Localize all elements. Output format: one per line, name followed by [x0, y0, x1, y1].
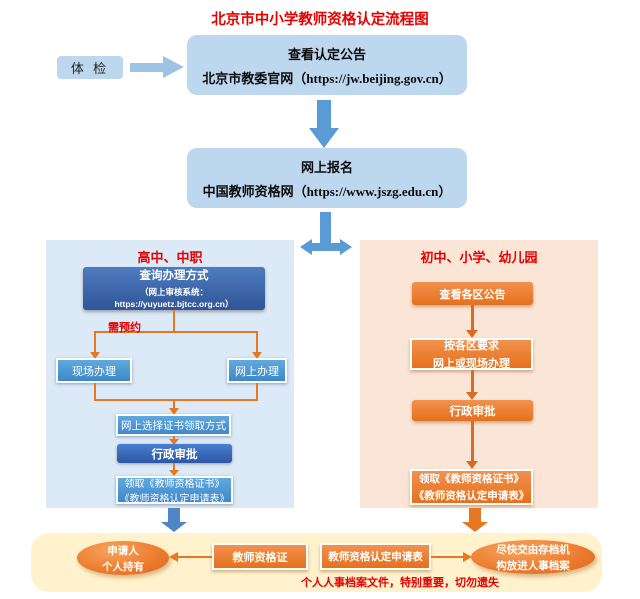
left-exit-arrow-icon: [161, 508, 187, 532]
arrow-head-left-icon: [169, 552, 178, 562]
online-processing-box: 网上办理: [227, 358, 287, 383]
left-exit-arrow-shaft: [168, 508, 180, 522]
connector-line: [94, 331, 96, 353]
connector-line: [177, 556, 212, 558]
district-requirement-line1: 按各区要求: [444, 340, 499, 352]
left-exit-arrow-head: [161, 522, 187, 532]
physical-exam-label: 体 检: [70, 61, 110, 76]
archive-ellipse: 尽快交由存档机 构放进人事档案: [471, 540, 595, 574]
physical-exam-box: 体 检: [57, 56, 123, 79]
connector-line: [173, 399, 175, 409]
connector-line: [94, 331, 258, 333]
left-receive-line2: 《教师资格认定申请表》: [119, 494, 230, 505]
archive-line2: 构放进人事档案: [496, 559, 570, 572]
archive-warning-note: 个人人事档案文件，特别重要，切勿遗失: [301, 577, 499, 589]
left-panel-title: 高中、中职: [137, 250, 203, 265]
district-requirement-line2: 网上或现场办理: [433, 358, 510, 370]
right-receive-line2: 《教师资格认定申请表》: [413, 490, 530, 502]
arrow-down-icon: [309, 100, 339, 148]
onsite-processing-label: 现场办理: [72, 365, 116, 378]
split-arrow-bar: [312, 243, 340, 251]
online-processing-label: 网上办理: [235, 365, 279, 378]
connector-line: [173, 310, 175, 332]
holder-line2: 个人持有: [102, 560, 144, 573]
right-approval-box: 行政审批: [412, 400, 533, 421]
page-title: 北京市中小学教师资格认定流程图: [211, 12, 429, 28]
connector-line: [256, 383, 258, 401]
arrow-down-head: [309, 128, 339, 148]
right-panel: [360, 240, 598, 508]
holder-ellipse: 申请人 个人持有: [77, 541, 169, 575]
split-arrow-left-head: [300, 239, 312, 255]
district-announcement-box: 查看各区公告: [412, 282, 533, 305]
query-method-box: 查询办理方式 （网上审核系统：https://yuyuetz.bjtcc.org…: [83, 267, 265, 310]
right-exit-arrow-shaft: [469, 508, 481, 522]
arrow-head-icon: [466, 392, 478, 400]
onsite-processing-box: 现场办理: [56, 358, 132, 383]
choose-method-box: 网上选择证书领取方式: [116, 414, 231, 436]
arrow-head-icon: [466, 330, 478, 338]
right-exit-arrow-icon: [462, 508, 488, 532]
connector-line: [471, 305, 474, 331]
holder-line1: 申请人: [107, 544, 139, 557]
district-announcement-label: 查看各区公告: [439, 288, 506, 301]
left-approval-box: 行政审批: [117, 444, 232, 463]
right-receive-box: 领取《教师资格证书》 《教师资格认定申请表》: [410, 469, 533, 505]
certificate-box: 教师资格证: [212, 543, 308, 570]
left-receive-box: 领取《教师资格证书》 《教师资格认定申请表》: [116, 476, 233, 505]
connector-line: [173, 463, 175, 471]
arrow-head-icon: [169, 408, 179, 415]
connector-line: [471, 421, 474, 462]
arrow-head-icon: [169, 439, 179, 445]
connector-line: [471, 370, 474, 393]
connector-line: [94, 399, 258, 401]
arrow-right-icon: [130, 56, 185, 79]
arrow-right-shaft: [130, 63, 163, 72]
signup-line1: 网上报名: [300, 159, 353, 175]
signup-line2: 中国教师资格网（https://www.jszg.edu.cn）: [202, 183, 452, 199]
appointment-note: 需预约: [108, 322, 141, 334]
connector-line: [431, 556, 464, 558]
arrow-head-icon: [466, 461, 478, 469]
query-method-line1: 查询办理方式: [139, 270, 209, 282]
left-receive-line1: 领取《教师资格证书》: [124, 479, 225, 490]
arrow-head-icon: [169, 470, 179, 476]
application-form-box: 教师资格认定申请表: [320, 543, 431, 570]
announcement-line2: 北京市教委官网（https://jw.beijing.gov.cn）: [202, 70, 452, 86]
right-panel-title: 初中、小学、幼儿园: [420, 250, 538, 265]
signup-box: 网上报名 中国教师资格网（https://www.jszg.edu.cn）: [187, 148, 467, 208]
arrow-right-head: [163, 56, 184, 78]
archive-line1: 尽快交由存档机: [496, 543, 570, 556]
query-method-line2: （网上审核系统：https://yuyuetz.bjtcc.org.cn）: [114, 287, 234, 309]
district-requirement-box: 按各区要求 网上或现场办理: [410, 338, 533, 370]
right-approval-label: 行政审批: [449, 405, 496, 418]
arrow-down-shaft: [317, 100, 331, 128]
arrow-head-icon: [252, 352, 262, 359]
arrow-head-right-icon: [463, 552, 472, 562]
application-form-label: 教师资格认定申请表: [328, 551, 423, 563]
connector-line: [173, 436, 175, 440]
arrow-head-icon: [90, 352, 100, 359]
split-arrow-stem: [320, 212, 331, 244]
right-receive-line1: 领取《教师资格证书》: [419, 473, 524, 485]
announcement-line1: 查看认定公告: [287, 46, 366, 62]
choose-method-label: 网上选择证书领取方式: [121, 419, 226, 432]
split-arrow-icon: [300, 212, 353, 256]
connector-line: [94, 383, 96, 401]
announcement-box: 查看认定公告 北京市教委官网（https://jw.beijing.gov.cn…: [187, 35, 467, 95]
left-approval-label: 行政审批: [151, 448, 198, 461]
connector-line: [256, 331, 258, 353]
split-arrow-right-head: [340, 239, 352, 255]
right-exit-arrow-head: [462, 522, 488, 532]
certificate-label: 教师资格证: [232, 551, 288, 564]
